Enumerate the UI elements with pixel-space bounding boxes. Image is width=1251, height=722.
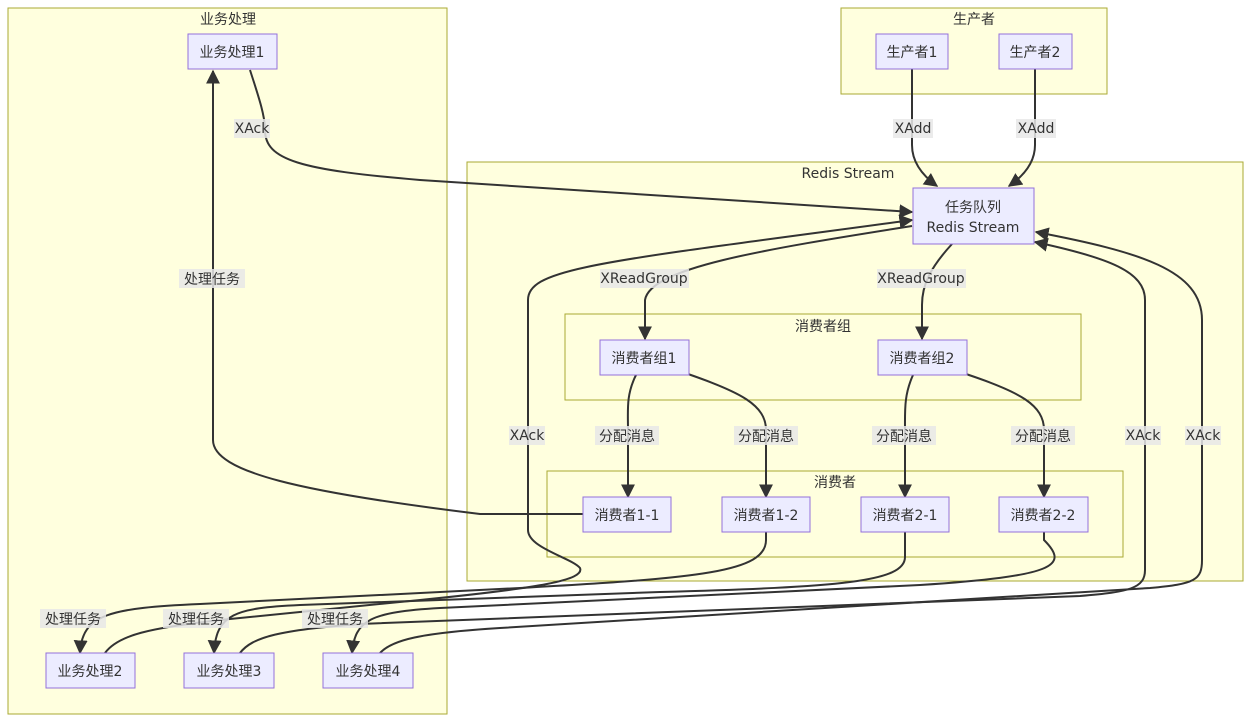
node-consumer-2-1[interactable]: 消费者2-1 xyxy=(860,496,950,533)
label-dist-2-2: 分配消息 xyxy=(1011,426,1075,445)
node-task-queue-label-2: Redis Stream xyxy=(927,220,1020,236)
label-dist-2-2-text: 分配消息 xyxy=(1015,428,1071,445)
node-group-2-label: 消费者组2 xyxy=(890,351,955,367)
node-consumer-2-1-label: 消费者2-1 xyxy=(873,508,938,524)
label-task-4: 处理任务 xyxy=(302,609,368,628)
edge-task-1 xyxy=(206,69,583,515)
label-task-2: 处理任务 xyxy=(40,609,106,628)
label-dist-1-1-text: 分配消息 xyxy=(599,428,655,445)
cluster-groups-title: 消费者组 xyxy=(795,319,851,335)
edges xyxy=(73,69,1203,655)
node-consumer-1-2[interactable]: 消费者1-2 xyxy=(721,496,811,533)
cluster-business-title: 业务处理 xyxy=(200,12,256,28)
node-group-2[interactable]: 消费者组2 xyxy=(877,339,968,376)
node-group-1[interactable]: 消费者组1 xyxy=(599,339,690,376)
edge-labels: XAdd XAdd XReadGroup XReadGroup 分配消息 分配消… xyxy=(40,119,1221,628)
label-xadd-2-text: XAdd xyxy=(1018,121,1055,137)
label-task-3-text: 处理任务 xyxy=(168,612,224,628)
label-task-4-text: 处理任务 xyxy=(307,612,363,628)
label-task-3: 处理任务 xyxy=(163,609,229,628)
node-biz-3[interactable]: 业务处理3 xyxy=(183,652,275,689)
label-xread-1-text: XReadGroup xyxy=(600,271,688,287)
node-biz-3-label: 业务处理3 xyxy=(197,664,262,680)
label-xadd-1-text: XAdd xyxy=(895,121,932,137)
label-dist-2-1: 分配消息 xyxy=(872,426,936,445)
label-xadd-2: XAdd xyxy=(1016,119,1056,138)
label-dist-1-2-text: 分配消息 xyxy=(738,428,794,445)
nodes: 业务处理1 业务处理2 业务处理3 业务处理4 生产者1 生产者2 任务队列 R… xyxy=(45,33,1089,689)
edge-xadd-2 xyxy=(1007,69,1036,187)
label-ack-2-text: XAck xyxy=(510,428,546,444)
label-xread-1: XReadGroup xyxy=(600,269,689,288)
node-producer-2[interactable]: 生产者2 xyxy=(998,33,1073,70)
node-producer-2-label: 生产者2 xyxy=(1010,45,1061,61)
cluster-redis-title: Redis Stream xyxy=(802,166,895,182)
label-dist-2-1-text: 分配消息 xyxy=(876,428,932,445)
edge-ack-4 xyxy=(379,227,1203,654)
cluster-business: 业务处理 xyxy=(7,7,448,715)
node-group-1-label: 消费者组1 xyxy=(612,351,677,367)
label-xadd-1: XAdd xyxy=(893,119,933,138)
node-biz-2[interactable]: 业务处理2 xyxy=(45,652,136,689)
node-consumer-2-2-label: 消费者2-2 xyxy=(1011,508,1076,524)
label-ack-3: XAck xyxy=(1125,426,1161,445)
cluster-consumers-title: 消费者 xyxy=(814,475,856,491)
node-producer-1[interactable]: 生产者1 xyxy=(875,33,949,70)
label-ack-3-text: XAck xyxy=(1126,428,1162,444)
node-task-queue[interactable]: 任务队列 Redis Stream xyxy=(912,187,1035,245)
node-biz-1-label: 业务处理1 xyxy=(200,45,265,61)
edge-xread-1 xyxy=(638,225,913,341)
cluster-producers-title: 生产者 xyxy=(953,12,995,28)
label-ack-4-text: XAck xyxy=(1186,428,1222,444)
label-dist-1-2: 分配消息 xyxy=(734,426,798,445)
node-consumer-1-1[interactable]: 消费者1-1 xyxy=(582,496,672,533)
label-dist-1-1: 分配消息 xyxy=(595,426,659,445)
node-consumer-1-2-label: 消费者1-2 xyxy=(734,508,799,524)
label-xread-2: XReadGroup xyxy=(877,269,966,288)
node-biz-2-label: 业务处理2 xyxy=(58,664,123,680)
edge-xadd-1 xyxy=(911,69,939,187)
label-task-1-text: 处理任务 xyxy=(184,272,240,288)
label-task-1: 处理任务 xyxy=(179,269,245,288)
node-biz-4-label: 业务处理4 xyxy=(336,664,401,680)
node-biz-4[interactable]: 业务处理4 xyxy=(322,652,414,689)
node-producer-1-label: 生产者1 xyxy=(887,45,938,61)
node-task-queue-label-1: 任务队列 xyxy=(945,200,1001,216)
label-xread-2-text: XReadGroup xyxy=(877,271,965,287)
label-ack-1: XAck xyxy=(234,119,270,138)
label-ack-1-text: XAck xyxy=(235,121,271,137)
label-ack-4: XAck xyxy=(1185,426,1221,445)
node-biz-1[interactable]: 业务处理1 xyxy=(187,33,278,70)
label-ack-2: XAck xyxy=(509,426,545,445)
edge-ack-1 xyxy=(249,69,914,219)
node-consumer-1-1-label: 消费者1-1 xyxy=(595,508,660,524)
node-consumer-2-2[interactable]: 消费者2-2 xyxy=(998,496,1089,533)
label-task-2-text: 处理任务 xyxy=(45,612,101,628)
